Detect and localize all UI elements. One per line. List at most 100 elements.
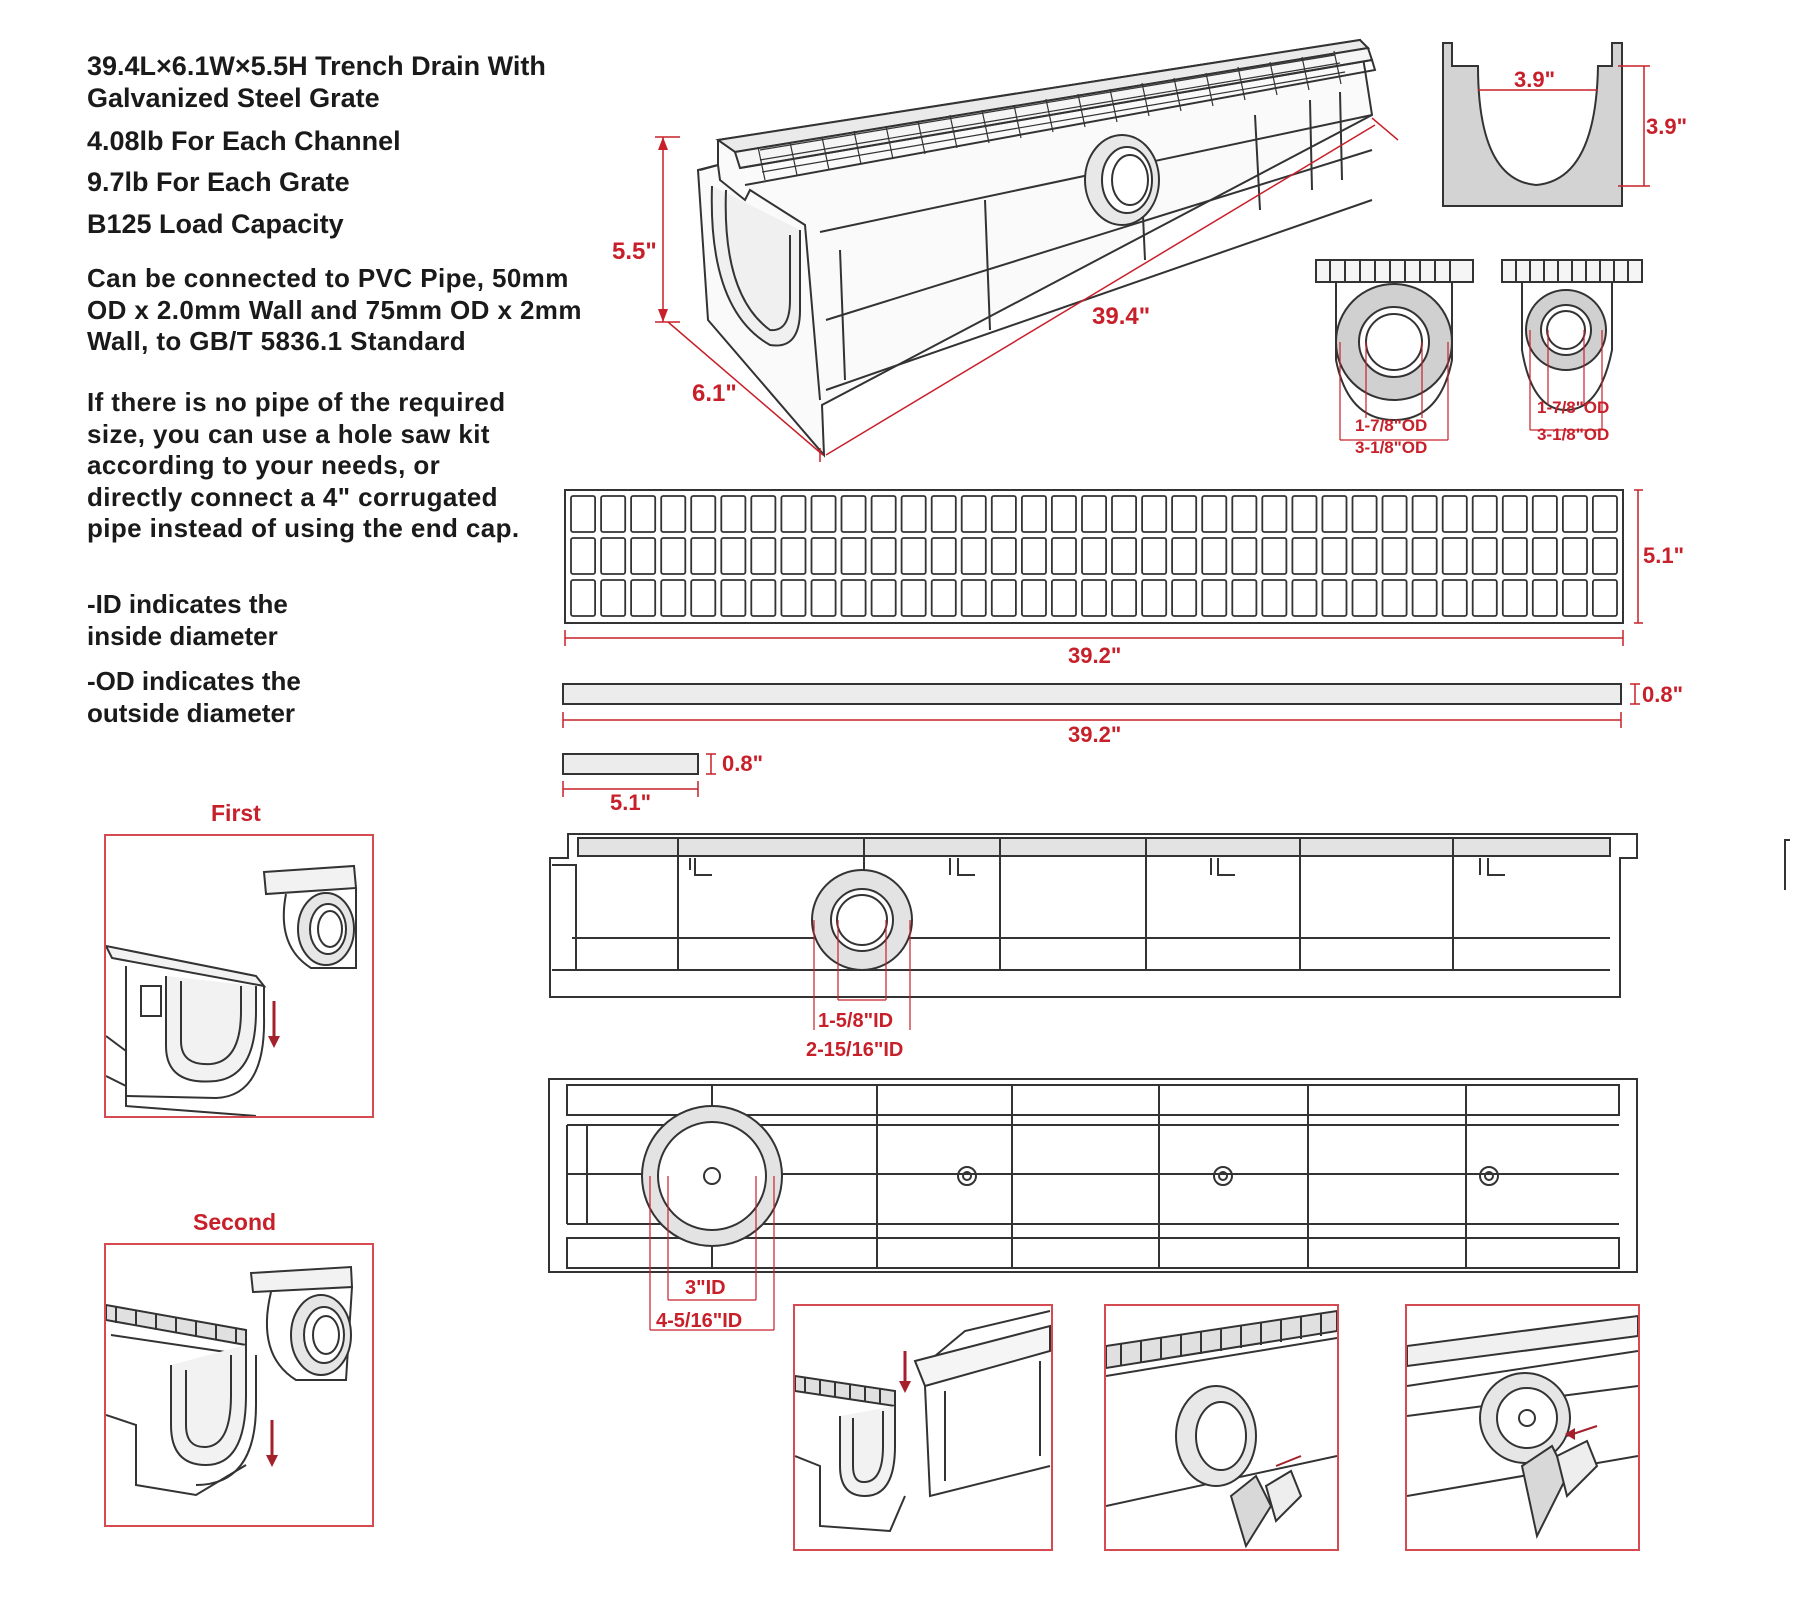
grate-slot — [720, 495, 747, 533]
dim-bottom-inner: 3"ID — [685, 1277, 726, 1299]
id-note: -ID indicates the inside diameter — [87, 589, 288, 651]
grate-slot — [1411, 579, 1438, 617]
step-first-label: First — [211, 800, 261, 826]
grate-slot — [960, 537, 987, 575]
grate-slot — [1471, 579, 1498, 617]
grate-slot — [870, 537, 897, 575]
grate-slot — [1321, 495, 1348, 533]
grate-slot — [1141, 579, 1168, 617]
grate-slot — [930, 537, 957, 575]
grate-slot — [1381, 579, 1408, 617]
grate-slot — [1231, 579, 1258, 617]
grate-slot — [1261, 537, 1288, 575]
grate-slot — [1562, 537, 1588, 575]
grate-slot — [810, 495, 837, 533]
side-elevation — [549, 833, 1638, 998]
grate-slot — [1531, 579, 1558, 617]
grate-slot — [1171, 579, 1198, 617]
grate-slot — [1351, 537, 1378, 575]
grate-slot — [750, 495, 777, 533]
dim-crossbar-thickness: 0.8" — [722, 751, 764, 776]
dim-side-outer: 2-15/16"ID — [806, 1039, 904, 1061]
grate-slot — [1501, 495, 1528, 533]
grate-slot — [1441, 495, 1468, 533]
grate-slot — [1171, 537, 1198, 575]
grate-slot — [990, 495, 1017, 533]
grate-slot — [1501, 579, 1528, 617]
grate-slot — [1111, 579, 1138, 617]
grate-slot — [1381, 495, 1408, 533]
step-first-illustration — [106, 864, 358, 1116]
dim-cap-large-outer: 3-1/8"OD — [1355, 438, 1428, 457]
grate-slot — [660, 495, 687, 533]
grate-slot — [1081, 537, 1108, 575]
spec-load-capacity: B125 Load Capacity — [87, 209, 344, 239]
step-second-illustration — [106, 1265, 354, 1497]
grate-slot — [570, 579, 597, 617]
grate-slot — [1592, 495, 1618, 533]
grate-slot — [1381, 537, 1408, 575]
grate-slot — [660, 537, 687, 575]
grate-slot — [810, 579, 837, 617]
grate-slot — [900, 495, 927, 533]
grate-slot — [780, 537, 807, 575]
bottom-plan — [548, 1078, 1638, 1273]
step-third-frame — [793, 1304, 1053, 1551]
spec-title-line1: 39.4L×6.1W×5.5H Trench Drain With — [87, 51, 546, 81]
spec-title-line2: Galvanized Steel Grate — [87, 83, 380, 113]
grate-slot — [1141, 537, 1168, 575]
grate-slot — [1111, 495, 1138, 533]
step-fourth-illustration — [1106, 1309, 1337, 1549]
grate-slot — [750, 537, 777, 575]
grate-slot — [990, 579, 1017, 617]
end-cap-small — [1501, 259, 1643, 412]
dim-height: 5.5" — [612, 238, 657, 265]
grate-slot — [1351, 495, 1378, 533]
grate-slot — [1441, 537, 1468, 575]
step-third-illustration — [795, 1310, 1051, 1533]
step-fourth-frame — [1104, 1304, 1339, 1551]
dim-crossbar-length: 5.1" — [610, 790, 652, 815]
step-fifth-frame — [1405, 1304, 1640, 1551]
grate-slot — [1531, 495, 1558, 533]
grate-slot — [600, 537, 627, 575]
grate-slot — [960, 579, 987, 617]
end-profile — [1442, 42, 1623, 207]
grate-slot — [1351, 579, 1378, 617]
grate-slot — [1441, 579, 1468, 617]
od-note: -OD indicates the outside diameter — [87, 666, 301, 728]
grate-slot — [1411, 537, 1438, 575]
grate-slot — [840, 579, 867, 617]
grate-slot — [840, 537, 867, 575]
grate-slot — [1021, 537, 1047, 575]
bearing-bar — [562, 683, 1622, 705]
grate-slot — [570, 495, 597, 533]
grate-slot — [1592, 579, 1618, 617]
grate-slot — [1471, 537, 1498, 575]
grate-slot — [1171, 495, 1198, 533]
grate-slot — [630, 537, 657, 575]
grate-slot — [690, 579, 717, 617]
grate-slot — [870, 495, 897, 533]
grate-slot — [1291, 579, 1318, 617]
grate-slot — [900, 579, 927, 617]
grate-slot — [1321, 537, 1348, 575]
grate-slot — [600, 495, 627, 533]
step-fifth-illustration — [1407, 1314, 1638, 1539]
dim-bottom-outer: 4-5/16"ID — [656, 1310, 743, 1332]
grate-slot — [1201, 537, 1228, 575]
grate-slot — [1562, 579, 1588, 617]
end-cap-large — [1315, 259, 1474, 422]
dim-end-height: 3.9" — [1646, 114, 1688, 139]
grate-slot — [900, 537, 927, 575]
grate-slot — [960, 495, 987, 533]
grate-slot — [1201, 579, 1228, 617]
grate-slot — [1261, 495, 1288, 533]
grate-slot — [840, 495, 867, 533]
dim-grate-length: 39.2" — [1068, 643, 1122, 668]
grate-slot — [1531, 537, 1558, 575]
grate-slot — [1021, 579, 1047, 617]
spec-grate-weight: 9.7lb For Each Grate — [87, 167, 350, 197]
grate-slot — [690, 537, 717, 575]
